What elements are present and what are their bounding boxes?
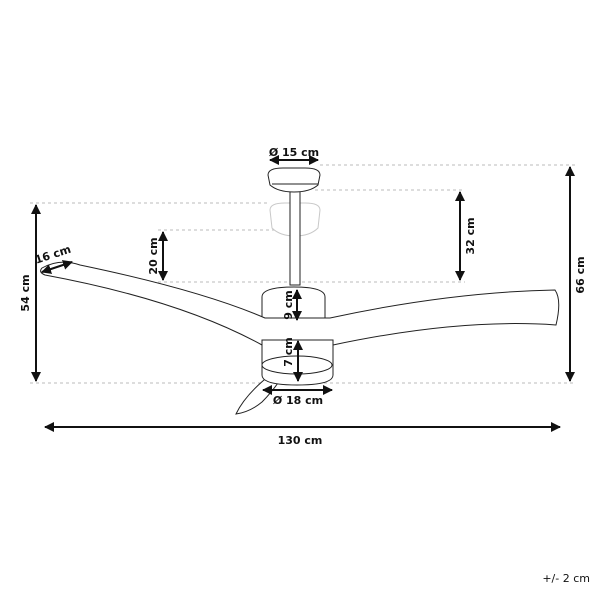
rod-drop-label: 32 cm — [464, 217, 477, 254]
span-label: 130 cm — [278, 434, 323, 447]
light-housing-label: 7 cm — [282, 337, 295, 366]
fan-illustration — [40, 167, 560, 415]
rod-adjust-label: 20 cm — [147, 237, 160, 274]
tolerance-label: +/- 2 cm — [542, 572, 590, 585]
light-diameter-label: Ø 18 cm — [273, 394, 323, 407]
min-height-label: 54 cm — [19, 274, 32, 311]
canopy-diameter-label: Ø 15 cm — [269, 146, 319, 159]
dimension-arrows — [31, 155, 575, 432]
total-height-label: 66 cm — [574, 256, 587, 293]
upper-housing-label: 9 cm — [282, 290, 295, 319]
